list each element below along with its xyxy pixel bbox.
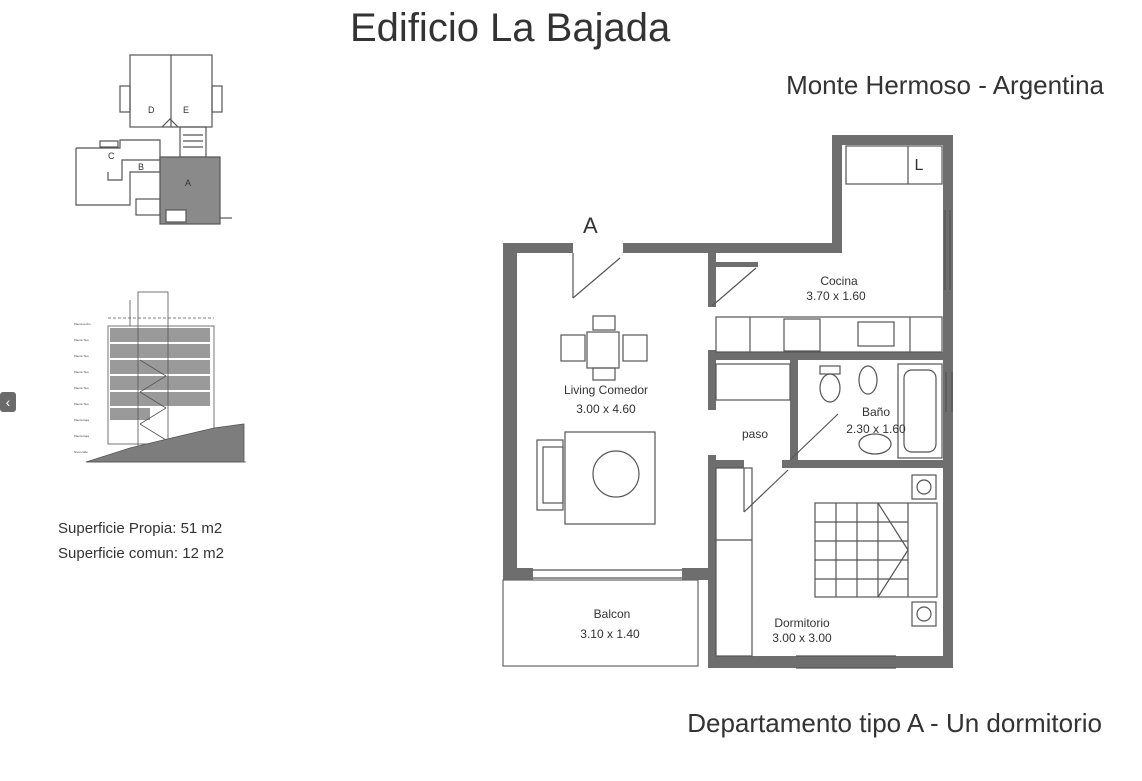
svg-text:Planta Tipo: Planta Tipo — [74, 354, 89, 358]
location-subtitle: Monte Hermoso - Argentina — [786, 70, 1104, 100]
svg-text:Planta Tipo: Planta Tipo — [74, 402, 89, 406]
room-size-dormitorio: 3.00 x 3.00 — [772, 631, 832, 645]
room-name-cocina: Cocina — [820, 274, 858, 288]
page-title: Edificio La Bajada — [350, 6, 671, 50]
entrance-label: A — [583, 213, 598, 238]
room-size-cocina: 3.70 x 1.60 — [806, 289, 866, 303]
room-size-bano: 2.30 x 1.60 — [846, 422, 906, 436]
svg-text:Planta Tipo: Planta Tipo — [74, 338, 89, 342]
svg-text:Planta techo: Planta techo — [74, 322, 91, 326]
svg-text:Planta baja: Planta baja — [74, 418, 89, 422]
room-name-paso: paso — [742, 427, 768, 441]
laundry-label: L — [915, 157, 924, 174]
room-name-dormitorio: Dormitorio — [774, 616, 830, 630]
unit-label-e: E — [183, 105, 189, 115]
room-size-living: 3.00 x 4.60 — [576, 402, 636, 416]
room-name-balcon: Balcon — [594, 607, 631, 621]
svg-text:Planta Tipo: Planta Tipo — [74, 370, 89, 374]
room-name-living: Living Comedor — [564, 383, 648, 397]
room-name-bano: Baño — [862, 405, 890, 419]
floor-plan-walls — [503, 135, 953, 668]
chevron-left-icon[interactable]: ‹ — [0, 392, 16, 412]
svg-text:Planta baja: Planta baja — [74, 434, 89, 438]
svg-text:Nivel calle: Nivel calle — [74, 450, 88, 454]
unit-label-b: B — [138, 162, 144, 172]
svg-text:Planta Tipo: Planta Tipo — [74, 386, 89, 390]
room-size-balcon: 3.10 x 1.40 — [580, 627, 640, 641]
unit-label-a: A — [185, 178, 191, 188]
key-plan-labels: D E C B A — [108, 105, 191, 188]
surface-own: Superficie Propia: 51 m2 — [58, 520, 223, 537]
building-section — [85, 291, 246, 463]
floor-plan-details — [502, 145, 953, 669]
unit-type-caption: Departamento tipo A - Un dormitorio — [687, 708, 1102, 738]
surface-common: Superficie comun: 12 m2 — [58, 545, 224, 562]
unit-label-d: D — [148, 105, 155, 115]
unit-label-c: C — [108, 151, 115, 161]
section-level-labels: Planta techo Planta Tipo Planta Tipo Pla… — [74, 322, 91, 454]
key-plan — [75, 54, 232, 225]
floor-plan-labels: A L Cocina 3.70 x 1.60 Living Comedor 3.… — [564, 157, 924, 645]
